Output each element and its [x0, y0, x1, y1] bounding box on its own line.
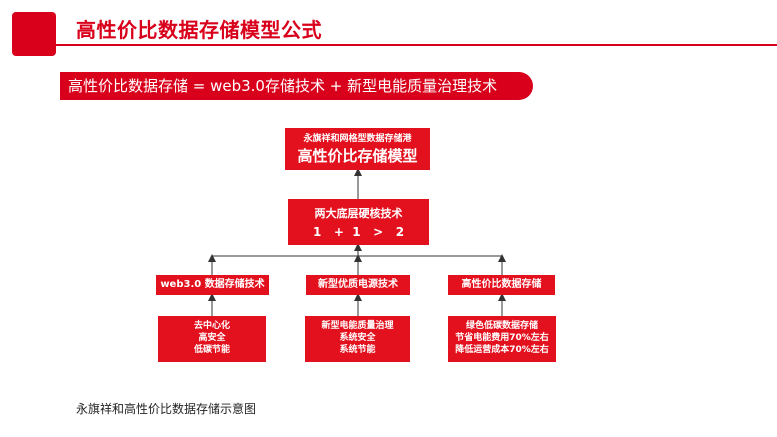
category-box-power: 新型优质电源技术	[306, 275, 410, 295]
detail-item: 低碳节能	[193, 345, 230, 355]
page-title: 高性价比数据存储模型公式	[76, 18, 322, 42]
core-tech-title: 两大底层硬核技术	[314, 207, 403, 220]
header-divider	[56, 44, 777, 46]
detail-box-web3: 去中心化 高安全 低碳节能	[158, 316, 266, 362]
detail-item: 降低运营成本70%左右	[455, 345, 549, 355]
formula-banner: 高性价比数据存储 = web3.0存储技术 + 新型电能质量治理技术	[60, 72, 533, 100]
core-tech-equation: 1 + 1 > 2	[312, 225, 405, 239]
top-box-subtitle: 永旗祥和网格型数据存储港	[303, 134, 412, 144]
detail-item: 去中心化	[193, 321, 230, 331]
category-box-storage: 高性价比数据存储	[448, 275, 555, 295]
detail-item: 系统节能	[339, 345, 376, 355]
detail-box-power: 新型电能质量治理 系统安全 系统节能	[305, 316, 410, 362]
detail-item: 绿色低碳数据存储	[465, 321, 538, 331]
core-tech-box: 两大底层硬核技术 1 + 1 > 2	[288, 199, 429, 245]
detail-box-storage: 绿色低碳数据存储 节省电能费用70%左右 降低运营成本70%左右	[448, 316, 556, 362]
top-box-title: 高性价比存储模型	[297, 147, 418, 165]
category-box-web3: web3.0 数据存储技术	[156, 275, 269, 295]
detail-item: 节省电能费用70%左右	[455, 333, 549, 343]
detail-item: 新型电能质量治理	[321, 321, 394, 331]
header-accent-square	[12, 12, 56, 56]
detail-item: 系统安全	[339, 333, 376, 343]
top-model-box: 永旗祥和网格型数据存储港 高性价比存储模型	[285, 128, 430, 170]
detail-item: 高安全	[198, 333, 226, 343]
diagram-caption: 永旗祥和高性价比数据存储示意图	[76, 402, 257, 416]
